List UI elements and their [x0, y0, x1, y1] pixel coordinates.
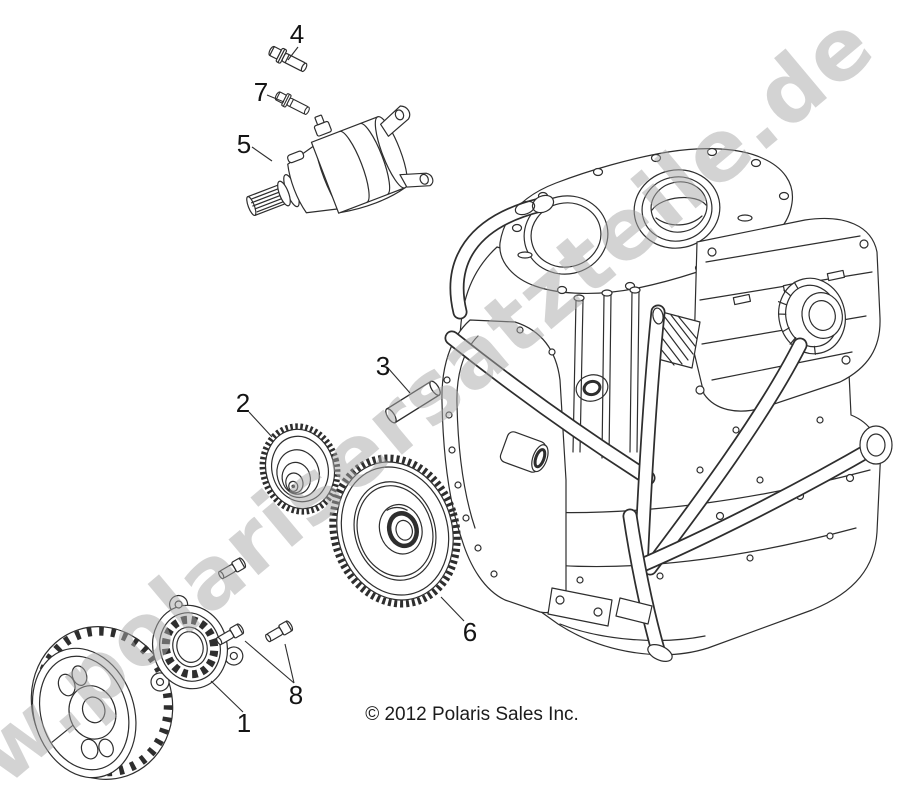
starter-bolt-short [272, 88, 312, 118]
starter-mount-ears [379, 105, 434, 188]
callout-8: 8 [289, 680, 303, 710]
right-pulley [859, 425, 893, 465]
ring-gear [329, 454, 461, 608]
coolant-hose [449, 194, 555, 320]
clutch-rollers [161, 615, 219, 679]
leader-lines [210, 46, 465, 713]
flywheel [30, 626, 174, 780]
callout-2: 2 [236, 388, 250, 418]
starter-motor [246, 105, 434, 217]
idler-gear-teeth [259, 423, 341, 515]
oil-filter [777, 277, 846, 355]
callout-5: 5 [237, 129, 251, 159]
starter-terminal [313, 114, 332, 137]
bottom-bracket [547, 587, 653, 627]
engine-block [441, 147, 893, 662]
copyright-text: © 2012 Polaris Sales Inc. [365, 704, 579, 725]
frame-tubes [444, 304, 884, 662]
callout-1: 1 [237, 708, 251, 738]
clutch-housing [150, 594, 244, 692]
callout-7: 7 [254, 77, 268, 107]
idler-gear [259, 423, 341, 515]
starter-body [310, 116, 408, 214]
callout-6: 6 [463, 617, 477, 647]
callout-3: 3 [376, 351, 390, 381]
callout-4: 4 [290, 19, 304, 49]
ring-gear-teeth [329, 454, 461, 608]
dowel-pin [385, 380, 441, 424]
